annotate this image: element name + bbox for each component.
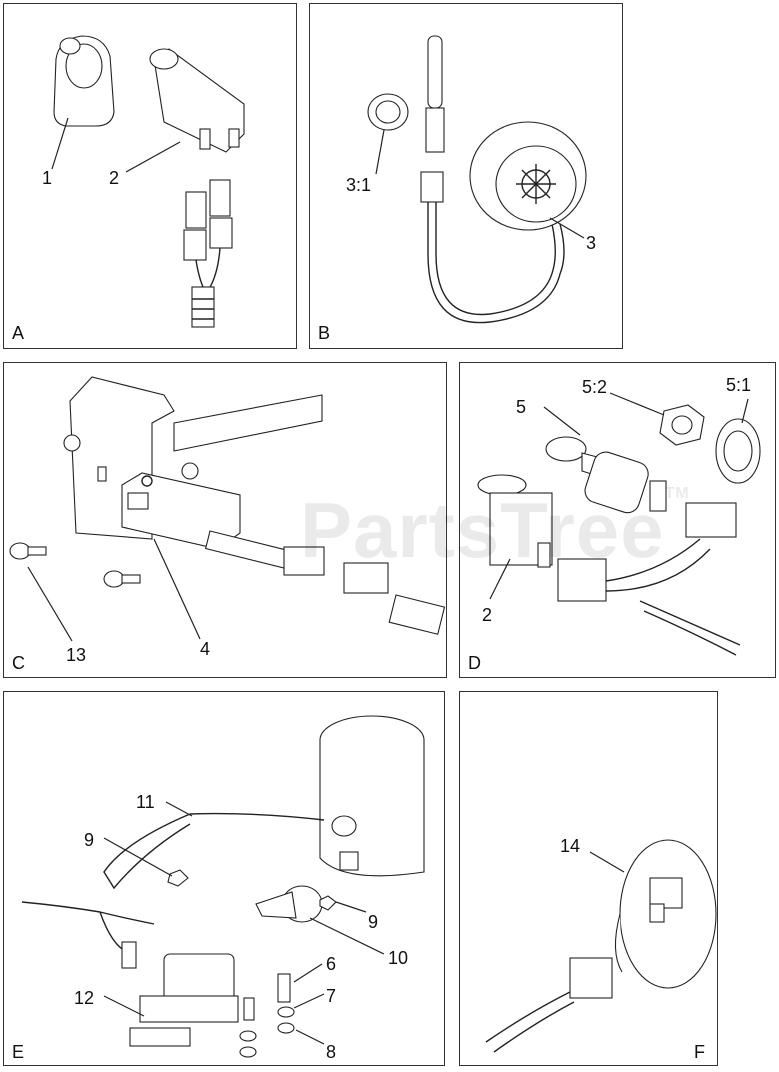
panel-a-drawing: 1 2 A xyxy=(12,35,245,343)
switch-harness-part xyxy=(204,530,446,635)
grommet-part xyxy=(367,93,409,131)
panel-b: 3:1 3 B xyxy=(309,3,623,349)
seat-switch-part xyxy=(121,472,241,550)
panel-letter-d: D xyxy=(468,653,481,673)
harness-part xyxy=(183,179,233,328)
panel-letter-f: F xyxy=(694,1042,705,1062)
callout-13: 13 xyxy=(66,645,86,665)
key-switch-part xyxy=(545,436,667,514)
panel-f: 14 F xyxy=(459,691,718,1066)
panel-letter-e: E xyxy=(12,1042,24,1062)
callout-6: 6 xyxy=(326,954,336,974)
callout-9-b: 9 xyxy=(368,912,378,932)
switch-body-part xyxy=(149,48,245,153)
callout-5-2: 5:2 xyxy=(582,377,607,397)
bezel-part xyxy=(53,35,115,127)
panel-a: 1 2 A xyxy=(3,3,297,349)
panel-f-drawing: 14 F xyxy=(485,836,717,1062)
callout-1: 1 xyxy=(42,168,52,188)
callout-5: 5 xyxy=(516,397,526,417)
callout-3-1: 3:1 xyxy=(346,175,371,195)
panel-letter-c: C xyxy=(12,653,25,673)
panel-letter-a: A xyxy=(12,323,24,343)
callout-8: 8 xyxy=(326,1042,336,1062)
panel-d-drawing: 5:2 5:1 5 2 D xyxy=(468,375,761,673)
callout-14: 14 xyxy=(560,836,580,856)
probe-part xyxy=(420,35,565,324)
plunger-switch-part xyxy=(477,474,553,568)
bolt-13a xyxy=(9,542,47,560)
watermark-text: PartsTree xyxy=(300,486,665,574)
callout-2: 2 xyxy=(109,168,119,188)
panel-letter-b: B xyxy=(318,323,330,343)
watermark-tm: TM xyxy=(664,485,690,502)
callout-4: 4 xyxy=(200,639,210,659)
watermark: PartsTreeTM xyxy=(300,485,690,576)
battery-cable-part xyxy=(103,812,357,890)
panel-c-drawing: 13 4 C xyxy=(9,376,446,673)
meter-harness-part xyxy=(485,957,613,1053)
callout-3: 3 xyxy=(586,233,596,253)
connector-harness-part xyxy=(557,502,741,656)
bolt-13b xyxy=(103,570,141,588)
sensor-disc-part xyxy=(469,121,587,231)
callout-12: 12 xyxy=(74,988,94,1008)
panel-b-drawing: 3:1 3 B xyxy=(318,35,596,343)
callout-7: 7 xyxy=(326,986,336,1006)
callout-11: 11 xyxy=(136,792,155,812)
starter-motor-part xyxy=(319,715,425,877)
panel-d: 5:2 5:1 5 2 D xyxy=(459,362,776,678)
callout-10: 10 xyxy=(388,948,408,968)
callout-5-1: 5:1 xyxy=(726,375,751,395)
wire-harness-part xyxy=(21,901,155,969)
hex-nut-part xyxy=(659,404,705,446)
panel-c: 13 4 C xyxy=(3,362,447,678)
cable-boot-part xyxy=(255,885,323,923)
lock-washer-part xyxy=(715,418,761,484)
panel-e-drawing: 11 9 9 10 6 12 7 8 E xyxy=(12,715,425,1062)
hardware-part xyxy=(167,869,337,1058)
callout-9-a: 9 xyxy=(84,830,94,850)
callout-2-d: 2 xyxy=(482,605,492,625)
solenoid-part xyxy=(129,953,239,1047)
panel-e: 11 9 9 10 6 12 7 8 E xyxy=(3,691,445,1066)
hour-meter-part xyxy=(614,839,717,989)
